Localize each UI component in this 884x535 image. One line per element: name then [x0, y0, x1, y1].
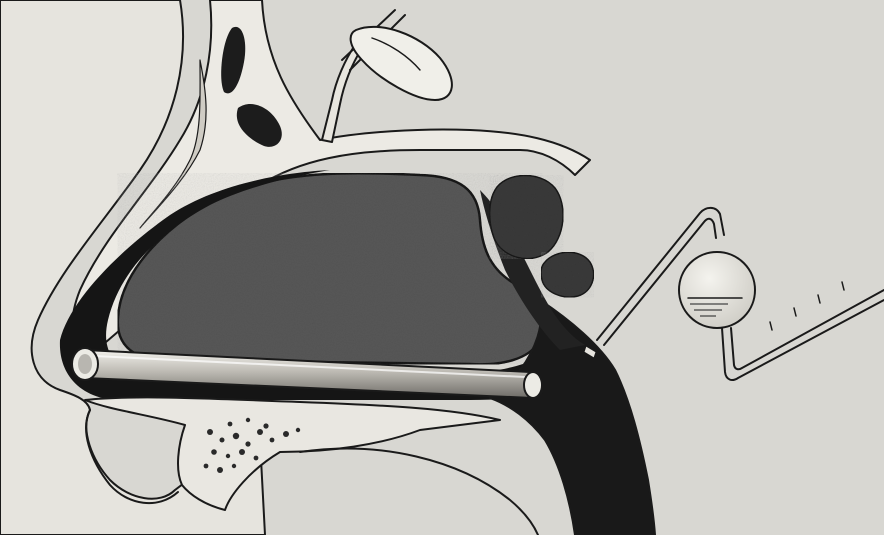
adenoid-upper — [490, 175, 563, 258]
tube-back-opening — [524, 372, 542, 398]
manometer-bulb — [679, 252, 755, 328]
adenoid-lower — [541, 252, 594, 297]
